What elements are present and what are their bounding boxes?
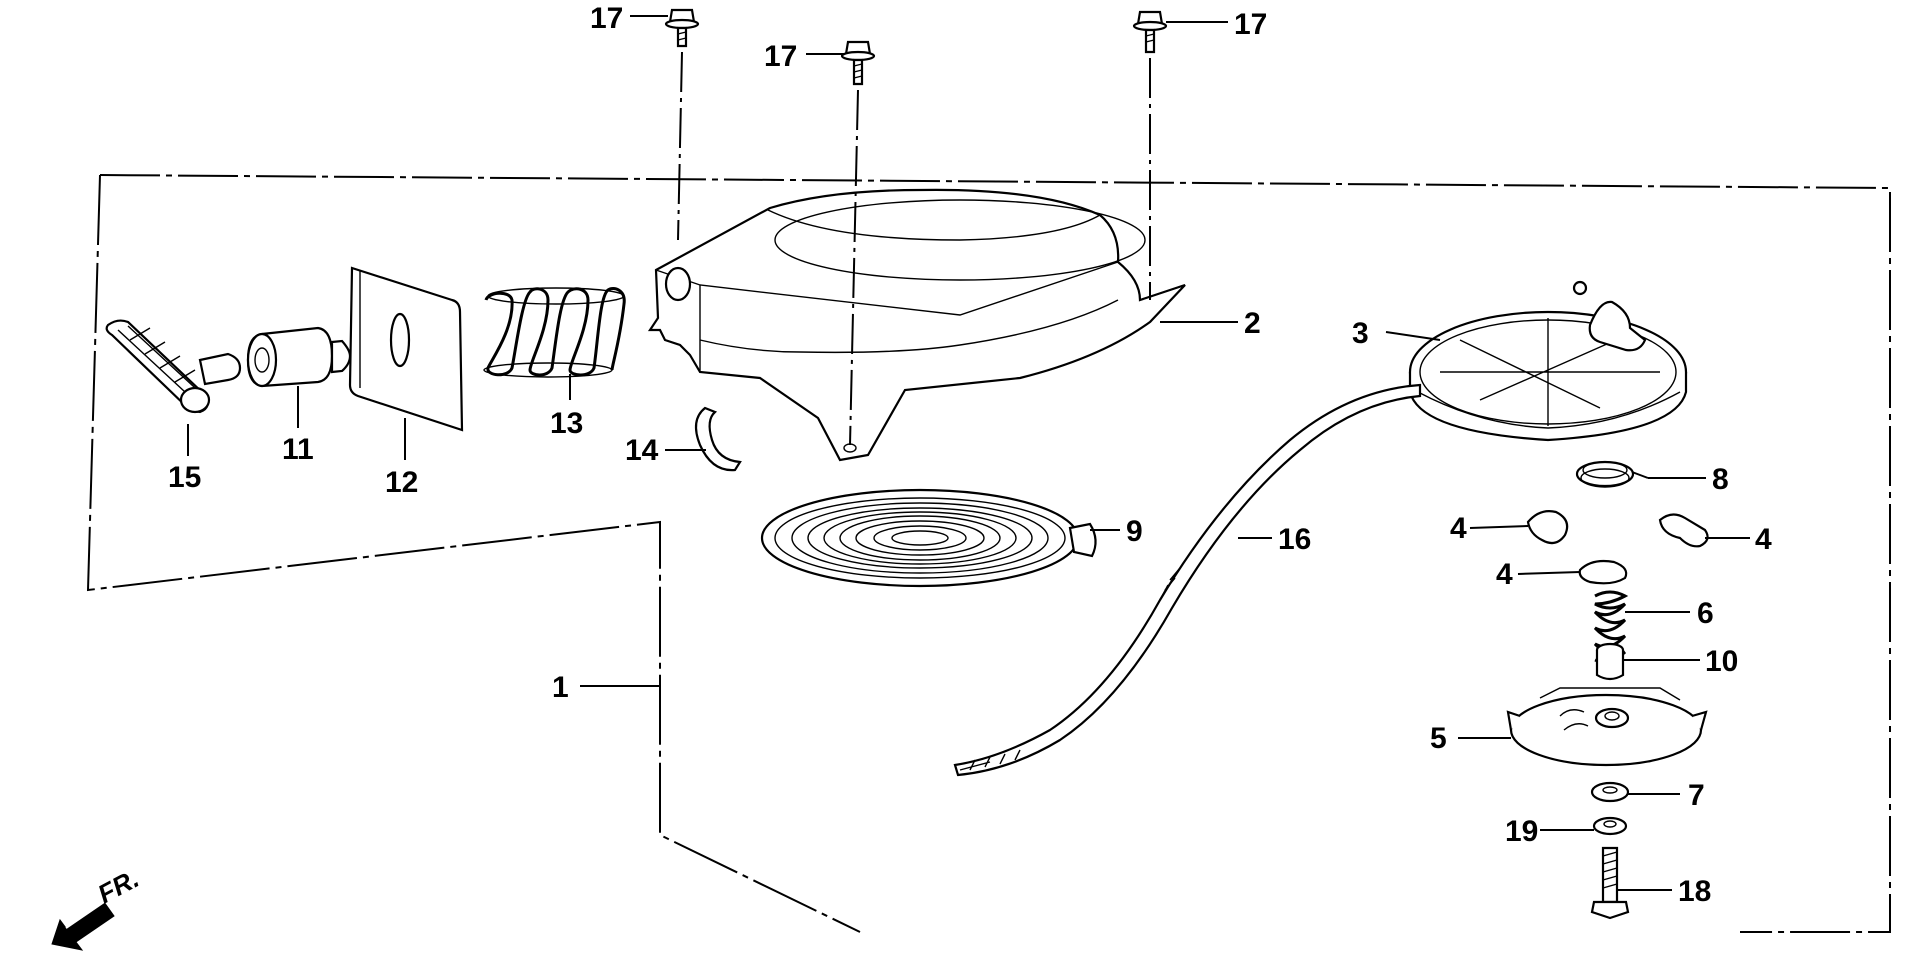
ratchet-guide-part-5 [1506, 687, 1708, 767]
callout-18: 18 [1678, 875, 1711, 908]
callout-9: 9 [1126, 515, 1143, 548]
guide-plate-part-12 [348, 266, 464, 432]
starter-case-part-2 [647, 188, 1186, 462]
rope-guide-part-11 [246, 326, 352, 388]
callout-19: 19 [1505, 815, 1538, 848]
ratchet-part-4-right [1658, 513, 1709, 548]
front-direction-arrow-icon [51, 901, 115, 951]
callout-7: 7 [1688, 779, 1705, 812]
ratchet-part-4-center [1578, 559, 1628, 585]
callout-17-center: 17 [764, 40, 797, 73]
washer-part-7 [1590, 781, 1630, 803]
callout-14: 14 [625, 434, 659, 467]
callout-16: 16 [1278, 523, 1311, 556]
ratchet-part-4-left [1526, 510, 1569, 545]
callout-1: 1 [552, 671, 569, 704]
flange-bolt-part-17-center [840, 40, 876, 86]
callout-4-left: 4 [1450, 512, 1467, 545]
pawl-spring-part-8 [1575, 460, 1649, 488]
callout-3: 3 [1352, 317, 1369, 350]
callout-11: 11 [282, 433, 314, 466]
callout-10: 10 [1705, 645, 1738, 678]
callout-2: 2 [1244, 307, 1261, 340]
callout-15: 15 [168, 461, 201, 494]
assembly-outline [86, 174, 1891, 933]
callout-17-right: 17 [1234, 8, 1267, 41]
callout-5: 5 [1430, 722, 1447, 755]
callout-12: 12 [385, 466, 418, 499]
callout-6: 6 [1697, 597, 1714, 630]
callout-labels: 1 2 3 4 4 4 5 6 7 8 9 10 11 12 13 14 15 … [168, 2, 1772, 908]
recoil-spring-part-9 [760, 488, 1097, 588]
lock-washer-part-19 [1592, 816, 1628, 836]
bolt-part-18 [1590, 846, 1630, 920]
coil-spring-part-13 [483, 287, 626, 378]
retaining-clip-part-14 [694, 406, 742, 472]
leader-lines [187, 15, 1750, 891]
front-direction-label: FR. [93, 863, 144, 909]
collar-part-10 [1595, 642, 1625, 681]
front-direction-marker: FR. [51, 863, 144, 951]
callout-4-right: 4 [1755, 523, 1772, 556]
callout-4-center: 4 [1496, 558, 1513, 591]
starter-grip-part-15 [105, 319, 242, 414]
flange-bolt-part-17-right [1132, 10, 1168, 54]
callout-8: 8 [1712, 463, 1729, 496]
callout-13: 13 [550, 407, 583, 440]
bolt-axis-lines [677, 51, 1151, 446]
flange-bolt-part-17-left [664, 8, 700, 48]
callout-17-left: 17 [590, 2, 623, 35]
starter-reel-part-3 [1408, 280, 1688, 442]
starter-rope-part-16 [953, 383, 1422, 777]
